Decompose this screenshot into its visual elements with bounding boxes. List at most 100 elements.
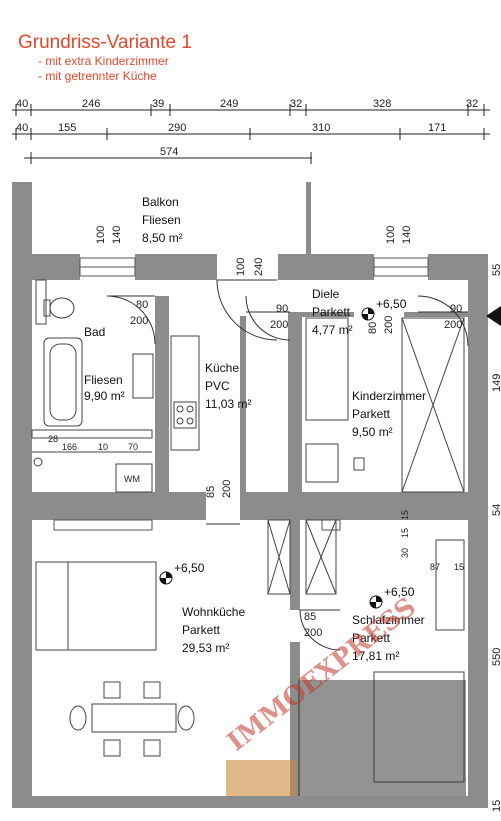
schlaf-door-h: 200 — [304, 627, 322, 639]
bad-shelf — [35, 279, 47, 325]
plan-title: Grundriss-Variante 1 — [18, 32, 192, 53]
schlaf-d0: 15 — [400, 510, 410, 520]
schlaf-area: 17,81 m² — [352, 649, 399, 663]
kueche-name: Küche — [205, 361, 239, 375]
bad-area: 9,90 m² — [84, 389, 125, 403]
kueche-door-h: 200 — [221, 480, 233, 498]
windows — [53, 257, 429, 531]
kinder-door-h: 200 — [383, 316, 395, 334]
dim-r1-5: 328 — [373, 98, 391, 110]
schlaf-name: Schlafzimmer — [352, 613, 425, 627]
level-marks: +6,50 +6,50 +6,50 — [159, 297, 415, 609]
dim-r2-0: 40 — [16, 122, 28, 134]
washing-machine-box — [115, 463, 153, 493]
kinder-door-w: 80 — [367, 322, 379, 334]
bad-d1: 166 — [62, 442, 77, 452]
edge-marks: 55 149 54 550 15 — [491, 264, 501, 812]
walls — [12, 182, 488, 808]
wm-label: WM — [124, 474, 140, 484]
edge-3: 550 — [491, 648, 501, 666]
diele-floor: Parkett — [312, 305, 351, 319]
level-wohn: +6,50 — [174, 561, 205, 575]
schlaf-d2: 30 — [400, 548, 410, 558]
edge-2: 54 — [491, 504, 501, 516]
bullet-kueche: - mit getrennter Küche — [38, 69, 157, 83]
edge-0: 55 — [491, 264, 501, 276]
diele-area: 4,77 m² — [312, 323, 353, 337]
level-schlaf: +6,50 — [384, 585, 415, 599]
bad-d3: 70 — [128, 442, 138, 452]
wohn-name: Wohnküche — [182, 605, 245, 619]
bad-floor: Fliesen — [84, 373, 123, 387]
bad-name: Bad — [84, 325, 105, 339]
kinder-name: Kinderzimmer — [352, 389, 426, 403]
kueche-floor: PVC — [205, 379, 230, 393]
win1-w: 100 — [95, 226, 107, 244]
bathtub — [43, 337, 83, 427]
desk — [305, 443, 339, 483]
bullet-kinderzimmer: - mit extra Kinderzimmer — [38, 54, 169, 68]
wohn-floor: Parkett — [182, 623, 221, 637]
entry-door-w: 90 — [450, 303, 462, 315]
dim-r1-0: 40 — [16, 98, 28, 110]
sofa — [35, 561, 157, 651]
dim-r1-6: 32 — [466, 98, 478, 110]
bad-d2: 10 — [98, 442, 108, 452]
wohn-area: 29,53 m² — [182, 641, 229, 655]
win2-w: 100 — [385, 226, 397, 244]
room-labels: Balkon Fliesen 8,50 m² Bad Fliesen 9,90 … — [84, 195, 426, 663]
win1-h: 140 — [111, 226, 123, 244]
diele-door-w: 90 — [276, 303, 288, 315]
dim-r2-3: 310 — [312, 122, 330, 134]
dim-r2-2: 290 — [168, 122, 186, 134]
header: Grundriss-Variante 1 - mit extra Kinderz… — [18, 32, 192, 84]
diele-name: Diele — [312, 287, 340, 301]
diele-door-h: 200 — [270, 319, 288, 331]
balkon-area: 8,50 m² — [142, 231, 183, 245]
edge-1: 149 — [491, 374, 501, 392]
dim-r1-2: 39 — [152, 98, 164, 110]
wardrobe-kinder — [401, 317, 465, 493]
bad-door-h: 200 — [130, 315, 148, 327]
kitchen-counter — [170, 335, 200, 451]
bad-d0: 28 — [48, 434, 58, 444]
level-diele: +6,50 — [376, 297, 407, 311]
bad-door-w: 80 — [136, 299, 148, 311]
kueche-door-w: 85 — [205, 486, 217, 498]
door-swings — [106, 279, 469, 651]
dim-r2-1: 155 — [58, 122, 76, 134]
opening-labels: 100 140 100 140 100 240 80 200 90 200 90… — [48, 226, 464, 639]
stove — [173, 401, 197, 429]
win2-h: 140 — [401, 226, 413, 244]
bdoor-w: 100 — [235, 258, 247, 276]
edge-4: 15 — [491, 800, 501, 812]
schlaf-floor: Parkett — [352, 631, 391, 645]
schlaf-door-w: 85 — [304, 611, 316, 623]
washbasin — [132, 353, 154, 399]
entry-arrow — [486, 306, 501, 326]
train-image — [298, 680, 466, 796]
schlaf-closet — [305, 519, 337, 595]
bdoor-h: 240 — [253, 258, 265, 276]
kueche-area: 11,03 m² — [205, 397, 251, 411]
balkon-floor: Fliesen — [142, 213, 181, 227]
child-bed — [305, 317, 349, 421]
dim-r3-0: 574 — [160, 146, 178, 158]
toilet — [49, 297, 75, 319]
dimension-lines — [12, 104, 490, 164]
entry-door-h: 200 — [444, 319, 462, 331]
dining-table — [91, 703, 177, 733]
kinder-floor: Parkett — [352, 407, 391, 421]
schlaf-d4: 15 — [454, 562, 464, 572]
schlaf-d1: 15 — [400, 528, 410, 538]
houses-image — [226, 760, 296, 796]
dim-r1-1: 246 — [82, 98, 100, 110]
dim-r1-4: 32 — [290, 98, 302, 110]
schlaf-d3: 87 — [430, 562, 440, 572]
balkon-name: Balkon — [142, 195, 179, 209]
wardrobe-schlaf — [435, 539, 465, 631]
dim-r2-4: 171 — [428, 122, 446, 134]
dim-r1-3: 249 — [220, 98, 238, 110]
wohn-shelf — [267, 519, 291, 595]
